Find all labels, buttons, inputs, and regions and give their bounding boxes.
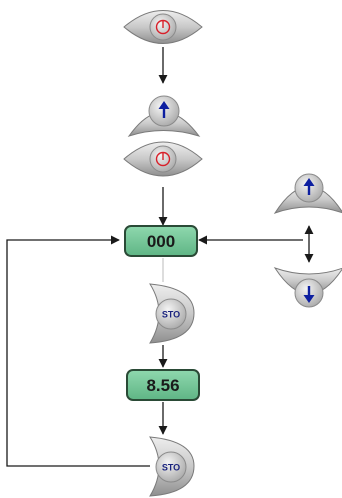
store-button-bottom-label: STO bbox=[162, 463, 180, 473]
display-result: 8.56 bbox=[126, 369, 200, 401]
display-initial-value: 000 bbox=[147, 232, 175, 251]
down-button-right[interactable] bbox=[273, 267, 342, 308]
up-button-right[interactable] bbox=[273, 173, 342, 214]
power-button-top[interactable] bbox=[123, 10, 203, 44]
arrow-up-icon bbox=[158, 101, 170, 118]
power-icon bbox=[155, 151, 171, 167]
power-icon bbox=[155, 19, 171, 35]
connectors bbox=[6, 47, 314, 467]
arrow-up-icon bbox=[303, 178, 315, 195]
store-button-top-label: STO bbox=[162, 310, 180, 320]
connector-loop-back bbox=[6, 235, 150, 467]
display-result-value: 8.56 bbox=[146, 376, 179, 395]
store-button-bottom[interactable]: STO bbox=[149, 436, 195, 497]
up-button[interactable] bbox=[127, 95, 201, 137]
store-button-top[interactable]: STO bbox=[149, 283, 195, 344]
power-button-second[interactable] bbox=[123, 141, 203, 177]
arrow-down-icon bbox=[303, 286, 315, 303]
display-initial: 000 bbox=[124, 225, 198, 257]
